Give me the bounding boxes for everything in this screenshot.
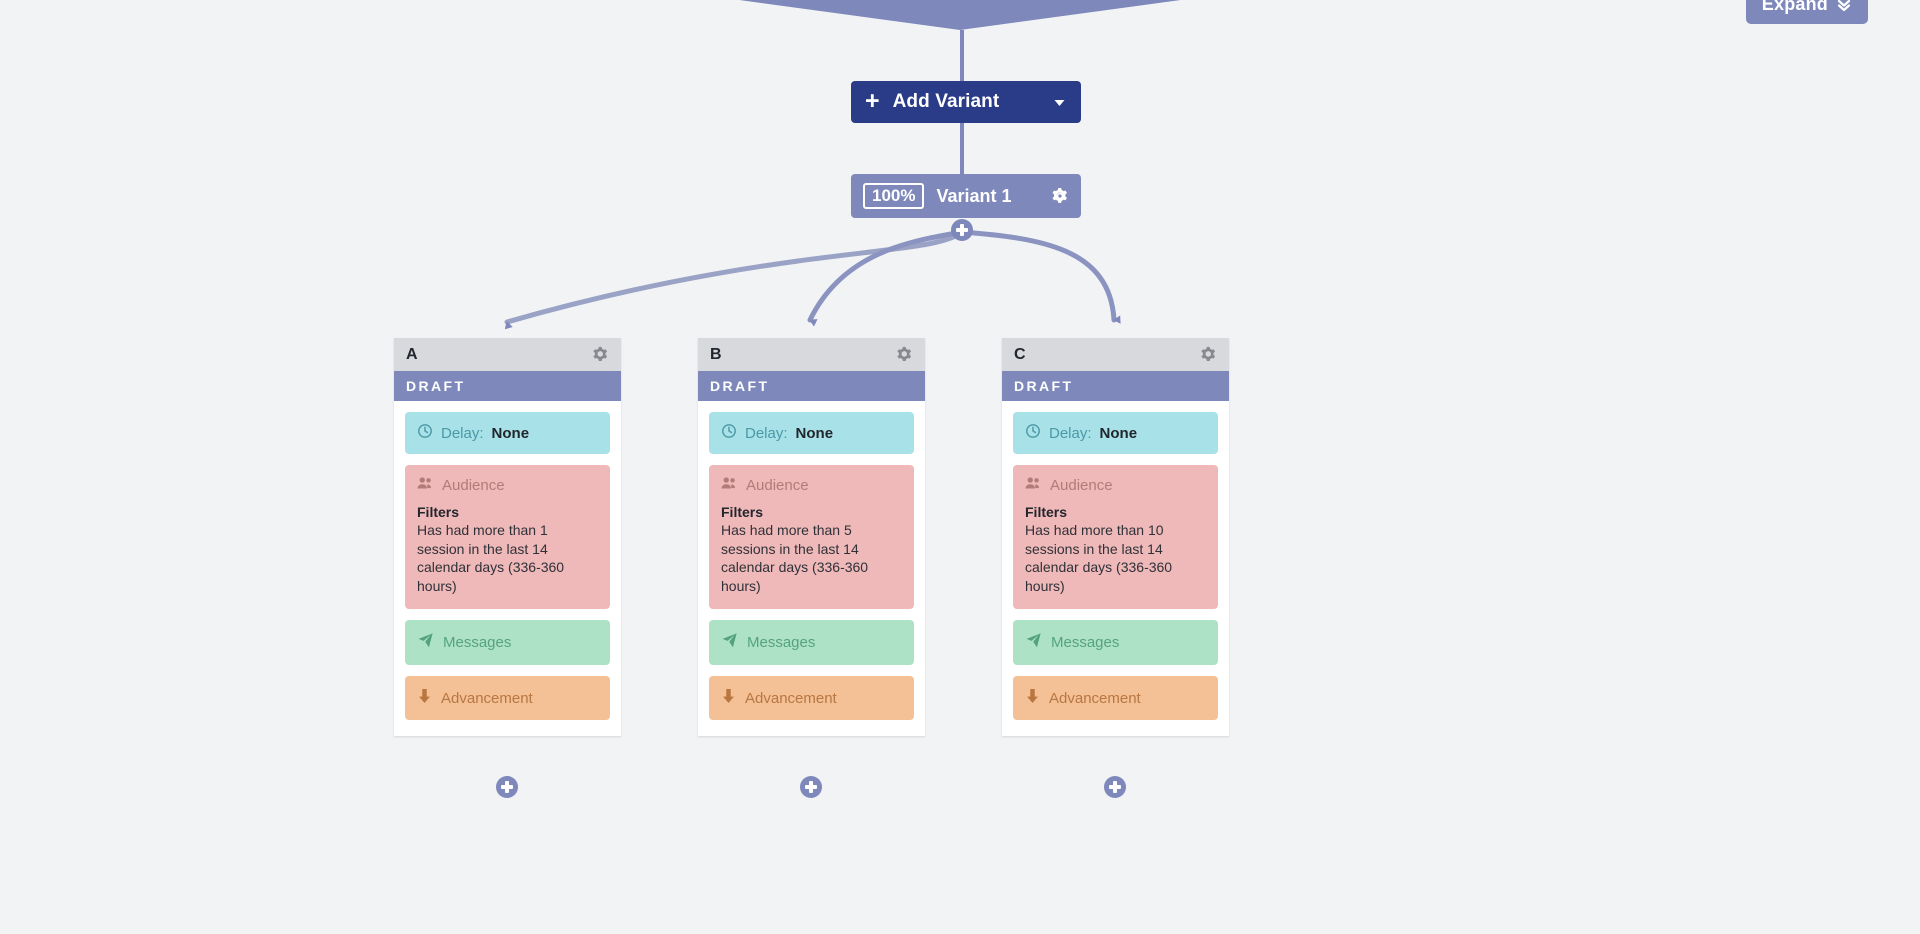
gear-icon[interactable] (592, 346, 609, 363)
card-body: Delay: None Audience Filters Has had mor… (394, 401, 621, 736)
wire-branch-a (504, 229, 965, 330)
users-icon (417, 476, 434, 494)
delay-label: Delay: (1049, 424, 1092, 442)
users-icon (1025, 476, 1042, 494)
gear-icon[interactable] (1200, 346, 1217, 363)
audience-block[interactable]: Audience Filters Has had more than 1 ses… (405, 465, 610, 610)
advancement-block[interactable]: Advancement (1013, 676, 1218, 721)
delay-value: None (1099, 424, 1138, 442)
advancement-label: Advancement (1049, 689, 1141, 707)
card-add-step-button[interactable] (496, 776, 518, 798)
card-header: A (394, 338, 621, 371)
gear-icon[interactable] (896, 346, 913, 363)
card-body: Delay: None Audience Filters Has had mor… (698, 401, 925, 736)
delay-label: Delay: (441, 424, 484, 442)
messages-block[interactable]: Messages (405, 620, 610, 666)
filters-text: Has had more than 5 sessions in the last… (721, 522, 869, 594)
add-variant-label: Add Variant (892, 91, 1000, 112)
card-header: C (1002, 338, 1229, 371)
messages-label: Messages (1051, 634, 1120, 652)
audience-header: Audience (417, 476, 598, 494)
add-variant-button[interactable]: + Add Variant (851, 81, 1081, 123)
expand-button[interactable]: Expand (1745, 0, 1868, 24)
messages-block[interactable]: Messages (709, 620, 914, 666)
audience-header: Audience (1025, 476, 1206, 494)
delay-value: None (795, 424, 834, 442)
audience-label: Audience (746, 476, 809, 494)
filters-title: Filters (1025, 504, 1068, 520)
audience-header: Audience (721, 476, 902, 494)
gear-icon[interactable] (1051, 187, 1069, 205)
advancement-block[interactable]: Advancement (709, 676, 914, 721)
card-add-step-button[interactable] (800, 776, 822, 798)
filters-text: Has had more than 1 session in the last … (417, 522, 565, 594)
variant-card: C DRAFT Delay: None Aud (1002, 338, 1229, 737)
users-icon (721, 476, 738, 494)
messages-block[interactable]: Messages (1013, 620, 1218, 666)
delay-label: Delay: (745, 424, 788, 442)
variant-node[interactable]: 100% Variant 1 (851, 174, 1081, 218)
caret-down-icon[interactable] (1052, 95, 1067, 110)
card-letter-label: B (710, 345, 722, 363)
card-letter-label: C (1014, 345, 1026, 363)
paper-plane-icon (1025, 632, 1042, 653)
filters-title: Filters (417, 504, 460, 520)
wire-branch-c (959, 229, 1121, 324)
audience-block[interactable]: Audience Filters Has had more than 10 se… (1013, 465, 1218, 610)
arrow-down-icon (417, 688, 432, 708)
advancement-label: Advancement (441, 689, 533, 707)
clock-icon (417, 423, 433, 443)
filters-text: Has had more than 10 sessions in the las… (1025, 522, 1173, 594)
delay-block[interactable]: Delay: None (709, 412, 914, 454)
plus-icon: + (865, 86, 880, 115)
clock-icon (721, 423, 737, 443)
messages-label: Messages (443, 634, 512, 652)
delay-value: None (491, 424, 530, 442)
audience-block[interactable]: Audience Filters Has had more than 5 ses… (709, 465, 914, 610)
arrow-down-icon (721, 688, 736, 708)
audience-label: Audience (442, 476, 505, 494)
card-header: B (698, 338, 925, 371)
branch-add-node-button[interactable] (951, 219, 973, 241)
paper-plane-icon (721, 632, 738, 653)
filters-title: Filters (721, 504, 764, 520)
card-status-badge: DRAFT (698, 371, 925, 401)
card-body: Delay: None Audience Filters Has had mor… (1002, 401, 1229, 736)
advancement-block[interactable]: Advancement (405, 676, 610, 721)
clock-icon (1025, 423, 1041, 443)
card-letter-label: A (406, 345, 418, 363)
delay-block[interactable]: Delay: None (1013, 412, 1218, 454)
double-chevron-down-icon (1836, 0, 1852, 13)
advancement-label: Advancement (745, 689, 837, 707)
audience-label: Audience (1050, 476, 1113, 494)
card-status-badge: DRAFT (1002, 371, 1229, 401)
funnel-shape (735, 0, 1185, 30)
variant-name-label: Variant 1 (936, 185, 1012, 206)
messages-label: Messages (747, 634, 816, 652)
wire-branch-b (807, 229, 965, 327)
card-add-step-button[interactable] (1104, 776, 1126, 798)
arrow-down-icon (1025, 688, 1040, 708)
variant-percent-badge: 100% (863, 182, 925, 210)
variant-card: B DRAFT Delay: None Aud (698, 338, 925, 737)
variant-card: A DRAFT Delay: None Aud (394, 338, 621, 737)
paper-plane-icon (417, 632, 434, 653)
card-status-badge: DRAFT (394, 371, 621, 401)
delay-block[interactable]: Delay: None (405, 412, 610, 454)
expand-button-label: Expand (1761, 0, 1828, 14)
